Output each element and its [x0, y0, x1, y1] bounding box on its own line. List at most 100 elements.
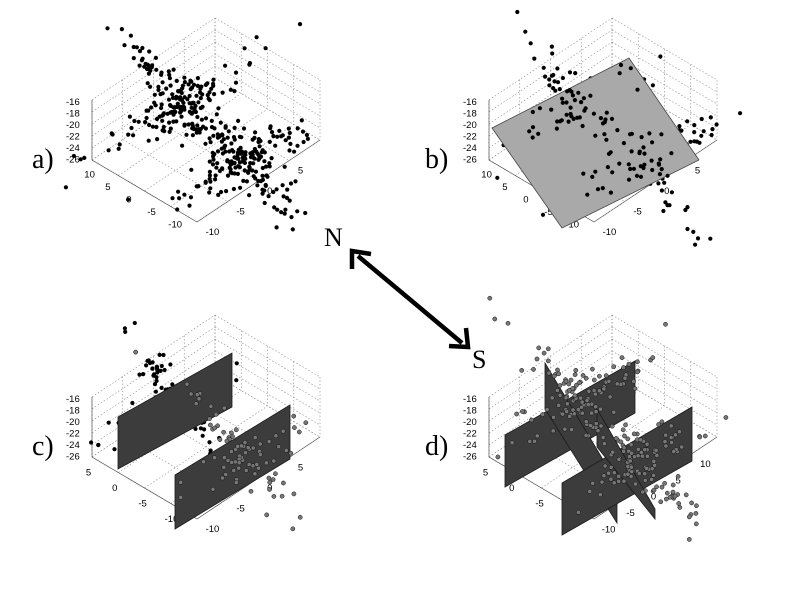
data-point — [551, 414, 556, 420]
data-point — [641, 145, 646, 150]
data-point — [147, 360, 153, 366]
data-point — [149, 105, 154, 110]
data-point — [239, 151, 244, 156]
data-point — [668, 435, 674, 440]
data-point — [283, 448, 289, 453]
data-point — [549, 107, 554, 112]
data-point — [233, 480, 239, 485]
data-point — [250, 152, 255, 157]
data-point — [145, 62, 151, 68]
data-point — [670, 482, 676, 488]
data-point — [189, 105, 194, 110]
data-point — [686, 537, 692, 542]
data-point — [514, 411, 519, 417]
data-point — [582, 108, 587, 113]
data-point — [640, 453, 645, 459]
data-point — [247, 61, 252, 66]
data-point — [215, 135, 220, 140]
data-point — [224, 189, 229, 194]
data-point — [659, 419, 665, 425]
data-point — [683, 207, 688, 213]
data-point — [244, 179, 249, 184]
data-point — [645, 453, 650, 459]
data-point — [692, 130, 697, 135]
data-point — [222, 455, 227, 460]
data-point — [575, 115, 580, 120]
data-point — [282, 164, 287, 169]
data-point — [259, 150, 264, 155]
data-point — [585, 192, 590, 197]
data-point — [194, 392, 200, 398]
data-point — [593, 409, 599, 414]
data-point — [208, 422, 213, 428]
grid-line — [214, 65, 321, 129]
data-point — [262, 188, 267, 193]
data-point — [529, 417, 534, 423]
data-point — [236, 164, 241, 169]
data-point — [555, 367, 560, 373]
data-point — [283, 207, 288, 212]
data-point — [616, 457, 622, 462]
y-tick-label: 10 — [481, 170, 492, 181]
data-point — [191, 100, 196, 105]
data-point — [256, 139, 261, 145]
data-point — [569, 114, 574, 119]
data-point — [155, 137, 160, 142]
data-point — [116, 146, 121, 151]
data-point — [686, 514, 692, 520]
data-point — [235, 171, 240, 176]
data-point — [190, 133, 195, 138]
data-point — [565, 89, 570, 94]
data-point — [231, 186, 236, 192]
data-point — [677, 124, 682, 129]
data-point — [600, 121, 606, 126]
data-point — [555, 80, 561, 85]
data-point — [585, 402, 591, 408]
data-point — [255, 183, 260, 188]
data-point — [198, 426, 203, 431]
data-point — [178, 480, 184, 485]
z-tick-label: -22 — [66, 132, 80, 143]
data-point — [693, 521, 699, 527]
y-tick-label: -10 — [565, 219, 579, 230]
data-point — [505, 320, 511, 326]
data-point — [217, 168, 222, 173]
data-point — [560, 411, 565, 417]
data-point — [132, 320, 137, 326]
data-point — [248, 488, 254, 494]
y-tick-label: 5 — [105, 182, 110, 193]
data-point — [208, 140, 213, 145]
data-point — [122, 43, 127, 48]
data-point — [236, 118, 241, 123]
data-point — [576, 90, 581, 95]
grid-line — [611, 362, 718, 426]
data-point — [547, 83, 552, 88]
data-point — [708, 236, 713, 241]
data-point — [663, 496, 669, 502]
data-point — [273, 143, 278, 148]
data-point — [598, 116, 604, 121]
data-point — [271, 134, 276, 139]
data-point — [289, 215, 294, 220]
data-point — [159, 385, 164, 390]
data-point — [611, 409, 617, 415]
data-point — [673, 432, 678, 438]
vertical-plane-north — [117, 352, 233, 470]
data-point — [285, 187, 290, 192]
data-point — [182, 80, 187, 85]
data-point — [225, 458, 231, 463]
data-point — [180, 83, 185, 88]
data-point — [644, 466, 649, 471]
data-point — [199, 84, 204, 89]
data-point — [137, 63, 142, 68]
data-point — [649, 477, 654, 482]
data-point — [140, 45, 145, 51]
data-point — [527, 129, 532, 134]
data-point — [245, 445, 251, 451]
data-point — [617, 161, 622, 166]
data-point — [549, 44, 555, 49]
data-point — [541, 350, 547, 356]
data-point — [292, 425, 297, 430]
data-point — [260, 173, 265, 178]
